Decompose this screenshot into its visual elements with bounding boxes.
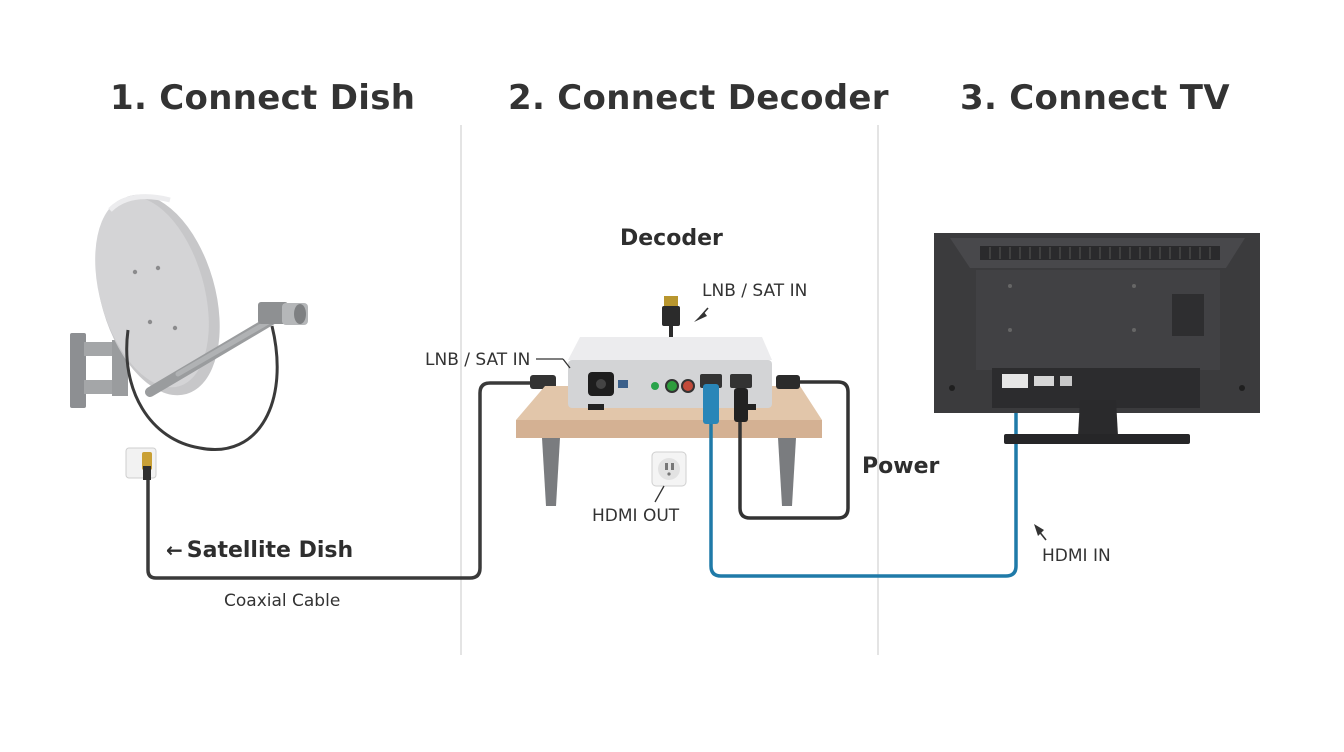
hdmi-out-label: HDMI OUT <box>592 506 680 526</box>
dish-cable <box>125 325 279 451</box>
satellite-dish-label-text: Satellite Dish <box>186 538 354 563</box>
tv-rear-icon <box>934 233 1260 444</box>
satellite-dish-label: ←Satellite Dish <box>166 538 353 563</box>
hdmi-cable <box>709 382 1018 578</box>
hdmi-in-label: HDMI IN <box>1042 546 1111 566</box>
satellite-dish-icon <box>70 194 308 408</box>
coaxial-cable <box>146 381 540 580</box>
step-3-title: 3. Connect TV <box>960 78 1230 118</box>
step-1-title: 1. Connect Dish <box>110 78 416 118</box>
wall-socket-icon <box>125 447 157 480</box>
coaxial-cable-label: Coaxial Cable <box>224 591 341 611</box>
power-cable <box>738 380 850 520</box>
arrow-left-icon: ← <box>166 538 183 562</box>
decoder-label: Decoder <box>620 226 723 251</box>
lnb-sat-in-left-label: LNB / SAT IN <box>425 350 531 370</box>
lnb-sat-in-top-label: LNB / SAT IN <box>702 281 808 301</box>
hdmi-out-leader <box>654 485 665 503</box>
decoder-box-icon <box>568 337 772 410</box>
hdmi-connector-icon <box>662 296 680 337</box>
step-2-title: 2. Connect Decoder <box>508 78 889 118</box>
power-outlet-icon <box>651 451 687 487</box>
power-label: Power <box>862 454 940 479</box>
